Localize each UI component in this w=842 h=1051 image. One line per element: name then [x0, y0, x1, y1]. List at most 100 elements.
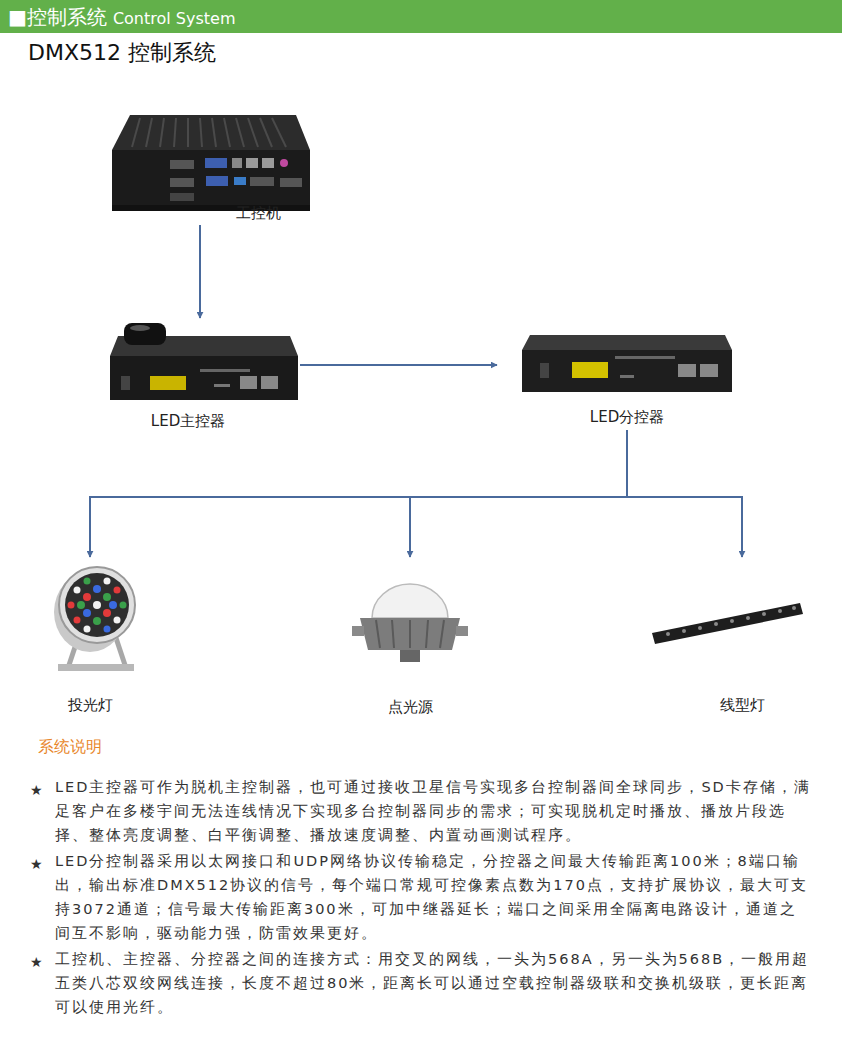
- point-light-part: [360, 618, 460, 650]
- bullet-star: ★: [30, 778, 43, 802]
- industrial-pc-part-part: [272, 118, 286, 147]
- bullet-star: ★: [30, 950, 43, 974]
- industrial-pc-part-part: [187, 118, 189, 147]
- point-light-part-part: [409, 620, 411, 648]
- industrial-pc-part: [262, 158, 274, 168]
- flood-light-part-part: [74, 587, 81, 594]
- point-light-part-part: [426, 620, 428, 648]
- industrial-pc-part: [206, 176, 228, 186]
- industrial-pc-part: [232, 158, 242, 168]
- device-node: 投光灯: [38, 557, 142, 717]
- flood-light-part-part: [83, 609, 91, 617]
- linear-light-part-part: [762, 612, 766, 616]
- industrial-pc-part-part: [248, 118, 258, 147]
- linear-light-part: [652, 603, 803, 644]
- header-subtitle: Control System: [113, 9, 236, 28]
- flood-light-part-part: [103, 609, 111, 617]
- industrial-pc-part-part: [160, 118, 164, 147]
- flood-light-part-part: [84, 578, 91, 585]
- flood-light-part-part: [93, 601, 101, 609]
- device-node: 线型灯: [652, 557, 832, 717]
- section-heading: 系统说明: [38, 737, 102, 758]
- main-controller-part: [240, 376, 257, 389]
- flow-arrow: [410, 430, 627, 557]
- flood-light-part-part: [74, 617, 81, 624]
- flood-light: [54, 567, 135, 671]
- flood-light-part-part: [93, 617, 101, 625]
- industrial-pc-part-part: [146, 118, 152, 147]
- flood-light-part-part: [114, 617, 121, 624]
- flow-arrow: [199, 225, 201, 318]
- linear-light-part-part: [698, 626, 702, 630]
- device-label: 线型灯: [720, 695, 765, 715]
- main-controller-part: [121, 376, 130, 390]
- sub-controller-part: [522, 335, 732, 350]
- linear-light-part-part: [792, 606, 796, 610]
- industrial-pc-part: [280, 159, 288, 167]
- point-light-part: [376, 620, 444, 648]
- flood-light-part-part: [104, 626, 111, 633]
- flow-arrow: [90, 430, 627, 557]
- point-light-part: [352, 626, 364, 636]
- device-node: LED分控器: [497, 333, 737, 430]
- main-controller-part: [200, 369, 250, 372]
- device-label: LED分控器: [590, 407, 664, 427]
- main-controller-part: [214, 384, 230, 387]
- linear-light-part-part: [666, 632, 670, 636]
- industrial-pc-part-part: [132, 118, 140, 147]
- point-light-part: [372, 584, 448, 618]
- device-label: 工控机: [236, 203, 281, 223]
- device-label: 投光灯: [68, 695, 113, 715]
- point-light-part: [456, 626, 468, 636]
- industrial-pc-part-part: [212, 118, 216, 147]
- sub-controller-part: [572, 362, 608, 378]
- linear-light: [652, 603, 803, 644]
- sub-controller-part: [620, 375, 634, 378]
- device-node: LED主控器: [108, 318, 300, 436]
- main-controller-part: [150, 376, 186, 390]
- industrial-pc-part: [250, 177, 274, 186]
- industrial-pc-part: [170, 178, 194, 187]
- diagram-title: DMX512 控制系统: [28, 38, 216, 68]
- industrial-pc-part-part: [200, 118, 202, 147]
- flood-light-part-part: [84, 626, 91, 633]
- note-paragraph: LED分控制器采用以太网接口和UDP网络协议传输稳定，分控器之间最大传输距离10…: [55, 849, 813, 945]
- flood-light-part-part: [104, 578, 111, 585]
- device-node: 工控机: [110, 112, 310, 225]
- industrial-pc-part-part: [174, 118, 176, 147]
- sub-controller-part: [522, 350, 732, 392]
- flood-light-part-part: [93, 585, 101, 593]
- header-title: ■控制系统: [8, 4, 107, 31]
- bullet-star: ★: [30, 852, 43, 876]
- flood-light-part: [59, 567, 135, 643]
- flood-light-part-part: [83, 593, 91, 601]
- sub-controller-part: [540, 363, 549, 378]
- flood-light-part-part: [103, 593, 111, 601]
- main-controller-part: [110, 356, 298, 400]
- device-label: 点光源: [388, 697, 433, 717]
- industrial-pc-part: [112, 150, 310, 205]
- flow-arrow: [627, 430, 742, 557]
- linear-light-part-part: [682, 629, 686, 633]
- industrial-pc-part-part: [260, 118, 272, 147]
- flood-light-part-part: [109, 601, 117, 609]
- flood-light-part-part: [77, 601, 85, 609]
- industrial-pc-part: [132, 118, 286, 147]
- linear-light-part: [666, 606, 796, 636]
- flood-light-part: [65, 573, 129, 637]
- sub-controller-part: [700, 364, 718, 377]
- industrial-pc-part: [112, 115, 310, 150]
- point-light: [352, 584, 468, 662]
- industrial-pc-part-part: [224, 118, 230, 147]
- point-light-part-part: [392, 620, 394, 648]
- industrial-pc-part: [170, 160, 194, 169]
- linear-light-part-part: [778, 609, 782, 613]
- point-light-part-part: [440, 620, 444, 648]
- flow-arrow: [300, 364, 497, 366]
- sub-controller-part: [678, 364, 696, 377]
- main-controller-part: [124, 323, 166, 345]
- sub-controller-part: [615, 356, 675, 359]
